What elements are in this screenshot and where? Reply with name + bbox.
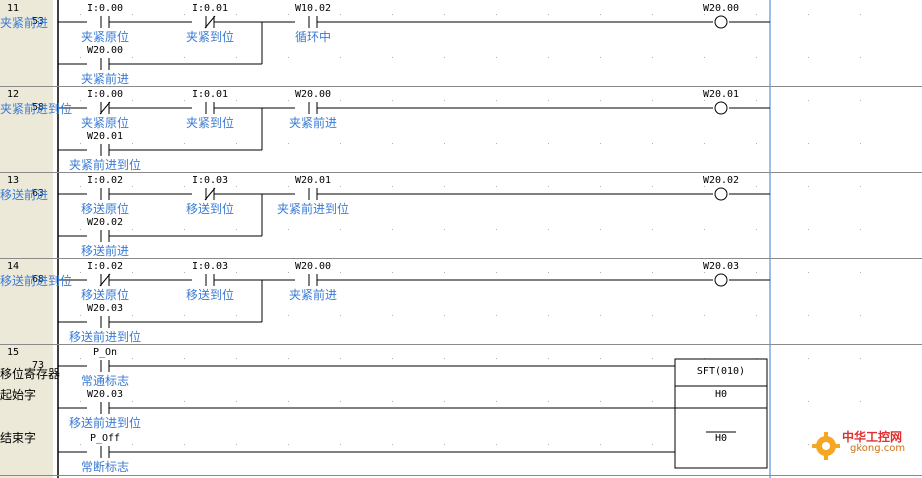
coil-address: W20.02 [702, 175, 740, 186]
contact-comment: 夹紧到位 [185, 30, 235, 44]
sft-function-block[interactable] [674, 358, 768, 469]
sft-input-address: P_Off [89, 433, 121, 444]
sft-start-comment: 起始字 [0, 388, 37, 402]
seal-contact-12[interactable] [87, 144, 110, 156]
coil-comment: 夹紧前进到位 [0, 102, 73, 116]
contact-14-3[interactable] [295, 274, 318, 286]
sft-input-comment: 常断标志 [80, 460, 130, 474]
contact-address: I:0.03 [191, 261, 229, 272]
coil-comment: 移送前进到位 [0, 274, 73, 288]
contact-comment: 循环中 [294, 30, 332, 44]
sft-input-contact-3[interactable] [87, 446, 110, 458]
contact-comment: 移送到位 [185, 202, 235, 216]
contact-14-2[interactable] [192, 274, 215, 286]
seal-comment: 移送前进到位 [68, 330, 142, 344]
contact-address: I:0.00 [86, 3, 124, 14]
sft-input-address: W20.03 [86, 389, 124, 400]
rung-number-gutter [0, 0, 53, 478]
contact-comment: 夹紧前进 [288, 116, 338, 130]
rung-number: 15 [7, 347, 20, 358]
contact-address: W20.00 [294, 261, 332, 272]
contact-13-2[interactable] [192, 187, 216, 201]
sft-input-address: P_On [92, 347, 118, 358]
contact-address: I:0.00 [86, 89, 124, 100]
output-coil-12[interactable] [714, 101, 728, 115]
contact-12-2[interactable] [192, 102, 215, 114]
contact-13-3[interactable] [295, 188, 318, 200]
contact-13-1[interactable] [87, 188, 110, 200]
coil-address: W20.03 [702, 261, 740, 272]
rung-step: 73 [32, 360, 45, 371]
seal-comment: 夹紧前进到位 [68, 158, 142, 172]
contact-address: I:0.01 [191, 89, 229, 100]
contact-address: I:0.03 [191, 175, 229, 186]
contact-address: W20.01 [294, 175, 332, 186]
contact-address: I:0.02 [86, 261, 124, 272]
contact-comment: 夹紧原位 [80, 30, 130, 44]
sft-header-comment: 移位寄存器 [0, 367, 61, 381]
coil-address: W20.01 [702, 89, 740, 100]
rung-number: 13 [7, 175, 20, 186]
contact-comment: 夹紧原位 [80, 116, 130, 130]
contact-comment: 移送到位 [185, 288, 235, 302]
seal-address: W20.01 [86, 131, 124, 142]
rung-step: 58 [32, 102, 45, 113]
contact-address: W10.02 [294, 3, 332, 14]
rung-number: 14 [7, 261, 20, 272]
rung-separator [0, 172, 922, 173]
coil-comment: 移送前进 [0, 188, 49, 202]
rung-number: 12 [7, 89, 20, 100]
sft-end-operand: H0 [714, 433, 728, 444]
contact-address: I:0.02 [86, 175, 124, 186]
watermark-site: gkong.com [850, 443, 906, 454]
seal-contact-13[interactable] [87, 230, 110, 242]
output-coil-11[interactable] [714, 15, 728, 29]
sft-block-name: SFT(010) [696, 366, 746, 377]
sft-input-comment: 移送前进到位 [68, 416, 142, 430]
contact-12-3[interactable] [295, 102, 318, 114]
contact-address: I:0.01 [191, 3, 229, 14]
contact-comment: 移送原位 [80, 202, 130, 216]
contact-address: W20.00 [294, 89, 332, 100]
seal-address: W20.00 [86, 45, 124, 56]
output-coil-14[interactable] [714, 273, 728, 287]
rung-step: 63 [32, 188, 45, 199]
sft-start-operand: H0 [714, 389, 728, 400]
seal-address: W20.02 [86, 217, 124, 228]
coil-address: W20.00 [702, 3, 740, 14]
sft-input-comment: 常通标志 [80, 374, 130, 388]
seal-contact-14[interactable] [87, 316, 110, 328]
sft-end-comment: 结束字 [0, 431, 37, 445]
watermark-title: 中华工控网 [842, 430, 903, 444]
contact-12-1[interactable] [87, 101, 111, 115]
rung-separator [0, 258, 922, 259]
watermark-gear-icon [812, 424, 842, 468]
rung-number: 11 [7, 3, 20, 14]
contact-comment: 夹紧前进 [288, 288, 338, 302]
rung-step: 53 [32, 16, 45, 27]
contact-14-1[interactable] [87, 273, 111, 287]
rung-separator [0, 475, 922, 476]
grid-dots [80, 14, 861, 445]
output-coil-13[interactable] [714, 187, 728, 201]
seal-comment: 夹紧前进 [80, 72, 130, 86]
seal-address: W20.03 [86, 303, 124, 314]
sft-input-contact-1[interactable] [87, 360, 110, 372]
sft-input-contact-2[interactable] [87, 402, 110, 414]
seal-comment: 移送前进 [80, 244, 130, 258]
rung-step: 68 [32, 274, 45, 285]
contact-11-3[interactable] [295, 16, 318, 28]
contact-11-1[interactable] [87, 16, 110, 28]
contact-comment: 夹紧到位 [185, 116, 235, 130]
coil-comment: 夹紧前进 [0, 16, 49, 30]
rung-separator [0, 344, 922, 345]
seal-contact-11[interactable] [87, 58, 110, 70]
contact-11-2[interactable] [192, 15, 216, 29]
rung-separator [0, 86, 922, 87]
contact-comment: 移送原位 [80, 288, 130, 302]
contact-comment: 夹紧前进到位 [276, 202, 350, 216]
